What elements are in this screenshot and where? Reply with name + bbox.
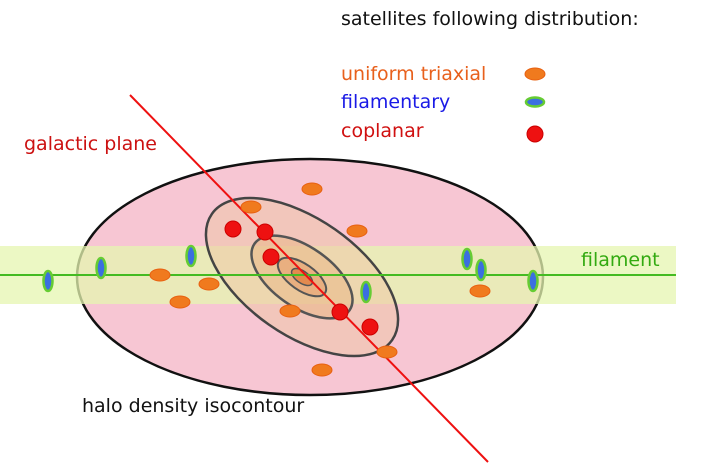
legend-label-coplanar: coplanar (341, 120, 424, 142)
legend-label-filamentary: filamentary (341, 91, 450, 113)
red-satellite (331, 303, 349, 321)
orange-satellite (279, 304, 301, 318)
legend-marker-orange-ellipse (524, 67, 546, 81)
blue-satellite (461, 247, 473, 271)
red-satellite (361, 318, 379, 336)
legend-marker-blue-ellipse (524, 96, 546, 108)
red-satellites (224, 220, 379, 336)
red-satellite (262, 248, 280, 266)
blue-satellite (360, 280, 372, 304)
blue-satellite (185, 244, 197, 268)
blue-satellite (95, 256, 107, 280)
blue-satellites (42, 244, 539, 304)
isocontour-4 (290, 267, 314, 287)
red-satellite (256, 223, 274, 241)
red-satellite (224, 220, 242, 238)
galactic-plane-label: galactic plane (24, 133, 157, 155)
filament-label: filament (581, 249, 660, 271)
orange-satellite (198, 277, 220, 291)
orange-satellite (169, 295, 191, 309)
legend-title: satellites following distribution: (341, 8, 639, 30)
halo-label: halo density isocontour (82, 395, 304, 417)
legend-label-uniform-triaxial: uniform triaxial (341, 63, 486, 85)
legend-marker-red-circle (526, 125, 544, 143)
orange-satellite (376, 345, 398, 359)
orange-satellite (311, 363, 333, 377)
blue-satellite (42, 269, 54, 293)
orange-satellite (469, 284, 491, 298)
orange-satellite (240, 200, 262, 214)
orange-satellite (301, 182, 323, 196)
legend: satellites following distribution: unifo… (341, 8, 639, 143)
blue-satellite (527, 269, 539, 293)
orange-satellite (149, 268, 171, 282)
orange-satellites (149, 182, 491, 377)
galactic-plane-line (129, 94, 489, 463)
orange-satellite (346, 224, 368, 238)
blue-satellite (475, 258, 487, 282)
